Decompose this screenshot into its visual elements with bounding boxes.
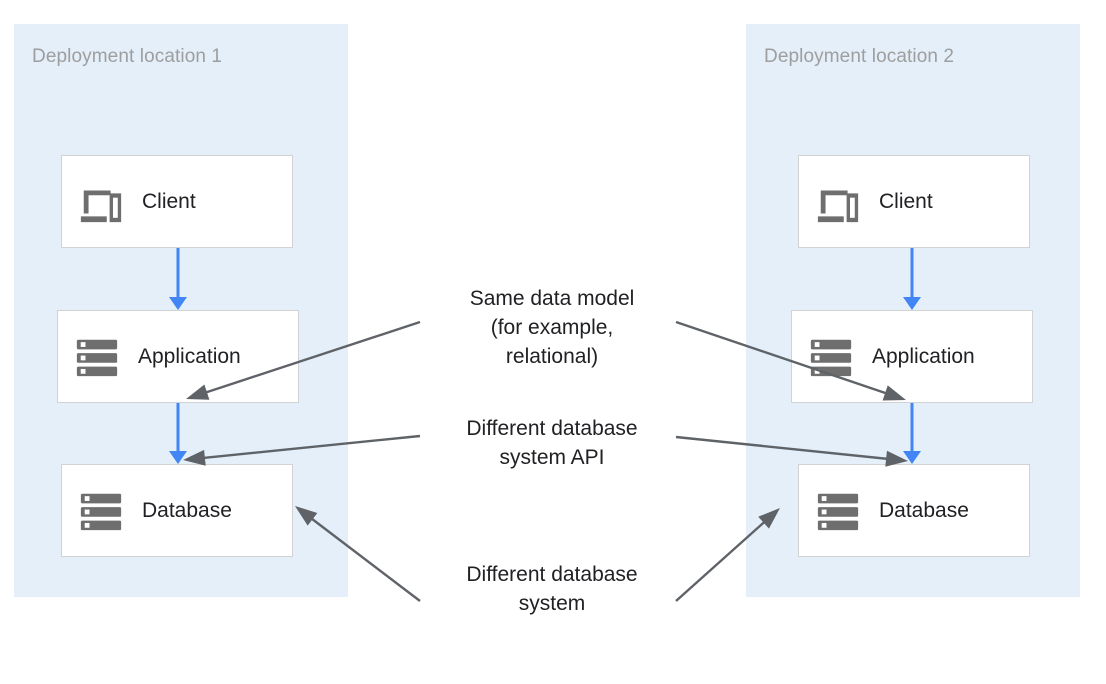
deployment-zone-1-title: Deployment location 1 (32, 46, 223, 67)
node-client-2-label: Client (879, 189, 933, 213)
node-database-2-label: Database (879, 498, 969, 522)
node-application-1-label: Application (138, 344, 241, 368)
server-icon-glyph (76, 339, 118, 376)
server-icon-glyph (80, 493, 122, 530)
devices-icon (799, 179, 861, 225)
flow-client2-application2-head (903, 297, 921, 310)
annotation-different-database-system-api-leader-1 (675, 435, 891, 461)
annotation-different-database-system-leader-1 (675, 519, 768, 602)
annotation-same-data-model-arrowhead-0 (186, 384, 210, 400)
devices-icon-glyph (817, 190, 859, 222)
annotation-different-database-system-api-arrowhead-1 (885, 450, 908, 467)
node-database-1-label: Database (142, 498, 232, 522)
annotation-same-data-model-leader-1 (675, 320, 890, 396)
node-database-1[interactable]: Database (61, 464, 293, 557)
annotation-different-database-system-api: Different database system API (466, 417, 638, 469)
annotation-different-database-system: Different database system (466, 563, 638, 615)
server-icon-glyph (817, 493, 859, 530)
devices-icon (62, 179, 124, 225)
flow-application1-database1-head (169, 451, 187, 464)
server-icon (62, 488, 124, 534)
flow-application2-database2-head (903, 451, 921, 464)
annotation-same-data-model-arrowhead-1 (882, 385, 906, 401)
annotation-different-database-system-arrowhead-0 (295, 506, 318, 526)
node-client-1[interactable]: Client (61, 155, 293, 248)
node-database-2[interactable]: Database (798, 464, 1030, 557)
node-client-2[interactable]: Client (798, 155, 1030, 248)
flow-client1-application1-head (169, 297, 187, 310)
server-icon (58, 334, 120, 380)
node-client-1-label: Client (142, 189, 196, 213)
node-application-1[interactable]: Application (57, 310, 299, 403)
node-application-2-label: Application (872, 344, 975, 368)
server-icon (799, 488, 861, 534)
deployment-zone-2-title: Deployment location 2 (764, 46, 955, 67)
server-icon-glyph (810, 339, 852, 376)
annotation-different-database-system-api-leader-0 (200, 434, 421, 460)
annotation-different-database-system-arrowhead-1 (758, 508, 780, 529)
annotation-different-database-system-api-arrowhead-0 (183, 449, 206, 466)
annotation-same-data-model-leader-0 (202, 320, 421, 395)
annotation-same-data-model: Same data model (for example, relational… (469, 287, 635, 368)
node-application-2[interactable]: Application (791, 310, 1033, 403)
devices-icon-glyph (80, 190, 122, 222)
annotation-different-database-system-leader-0 (308, 515, 421, 602)
server-icon (792, 334, 854, 380)
